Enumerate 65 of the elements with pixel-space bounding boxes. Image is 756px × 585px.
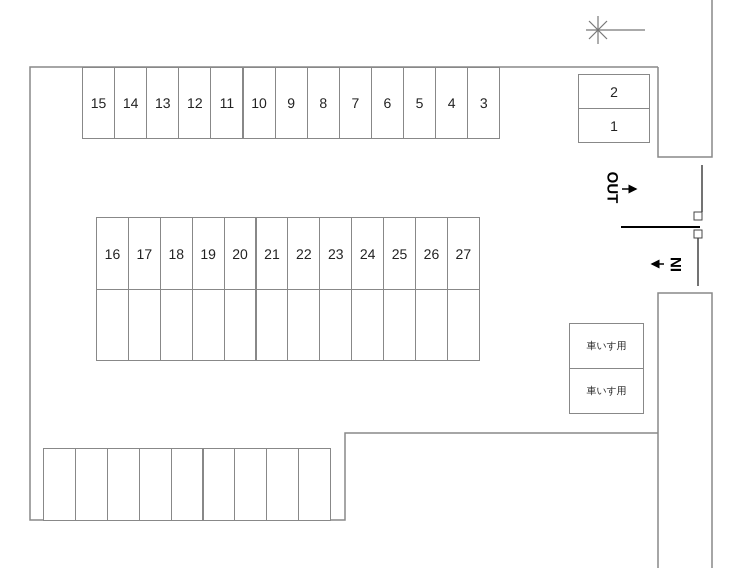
space-label: 19 bbox=[200, 246, 216, 262]
parking-space bbox=[74, 448, 108, 521]
space-label: 7 bbox=[351, 95, 360, 111]
space-label: 21 bbox=[264, 246, 280, 262]
space-label: 20 bbox=[232, 246, 248, 262]
parking-space bbox=[178, 67, 212, 139]
parking-space bbox=[435, 67, 468, 139]
space-label: 車いす用 bbox=[586, 340, 626, 353]
space-label: 3 bbox=[480, 95, 488, 111]
space-label: 17 bbox=[136, 246, 152, 262]
parking-space bbox=[446, 289, 480, 361]
space-label: 6 bbox=[384, 95, 392, 111]
parking-space bbox=[82, 67, 116, 139]
space-label: 22 bbox=[296, 246, 312, 262]
parking-space bbox=[256, 289, 288, 361]
space-label: 5 bbox=[416, 95, 424, 111]
parking-space bbox=[43, 448, 76, 521]
parking-space bbox=[266, 448, 300, 521]
parking-space bbox=[106, 448, 140, 521]
parking-space bbox=[446, 217, 480, 290]
space-label: 12 bbox=[187, 95, 203, 111]
space-label: 23 bbox=[328, 246, 344, 262]
space-label: 4 bbox=[448, 95, 456, 111]
space-label: 16 bbox=[104, 246, 120, 262]
space-label: 13 bbox=[154, 95, 171, 111]
parking-space bbox=[569, 368, 644, 414]
entrance-label: IN bbox=[668, 256, 684, 272]
space-label: 18 bbox=[168, 246, 184, 262]
space-label: 24 bbox=[360, 246, 376, 262]
parking-space bbox=[256, 217, 288, 290]
space-label: 9 bbox=[287, 95, 296, 111]
parking-space bbox=[170, 448, 204, 521]
space-label: 14 bbox=[122, 95, 138, 111]
parking-space bbox=[96, 217, 129, 290]
space-label: 車いす用 bbox=[586, 384, 626, 398]
parking-space bbox=[224, 217, 256, 290]
parking-space bbox=[569, 323, 644, 369]
space-label: 25 bbox=[392, 246, 408, 262]
space-label: 8 bbox=[319, 95, 328, 111]
parking-space bbox=[96, 289, 129, 361]
parking-space bbox=[274, 67, 308, 139]
parking-space bbox=[578, 74, 650, 109]
parking-space bbox=[298, 448, 332, 521]
parking-space bbox=[578, 108, 650, 143]
parking-space bbox=[467, 67, 500, 139]
parking-space bbox=[138, 448, 172, 521]
exit-label: OUT bbox=[603, 171, 620, 203]
parking-space bbox=[224, 289, 256, 361]
parking-space bbox=[202, 448, 236, 521]
space-label: 10 bbox=[251, 95, 267, 111]
parking-space bbox=[370, 67, 404, 139]
space-label: 11 bbox=[220, 95, 234, 111]
space-label: 27 bbox=[456, 246, 472, 262]
space-label: 15 bbox=[90, 95, 106, 111]
parking-space bbox=[210, 67, 244, 139]
parking-space bbox=[114, 67, 148, 139]
parking-space bbox=[403, 67, 436, 139]
parking-space bbox=[338, 67, 372, 139]
parking-space bbox=[242, 67, 276, 139]
parking-space bbox=[306, 67, 340, 139]
space-label: 2 bbox=[610, 84, 618, 100]
space-label: 26 bbox=[424, 246, 440, 262]
space-label: 1 bbox=[610, 118, 618, 134]
parking-space bbox=[234, 448, 268, 521]
parking-space bbox=[146, 67, 180, 139]
